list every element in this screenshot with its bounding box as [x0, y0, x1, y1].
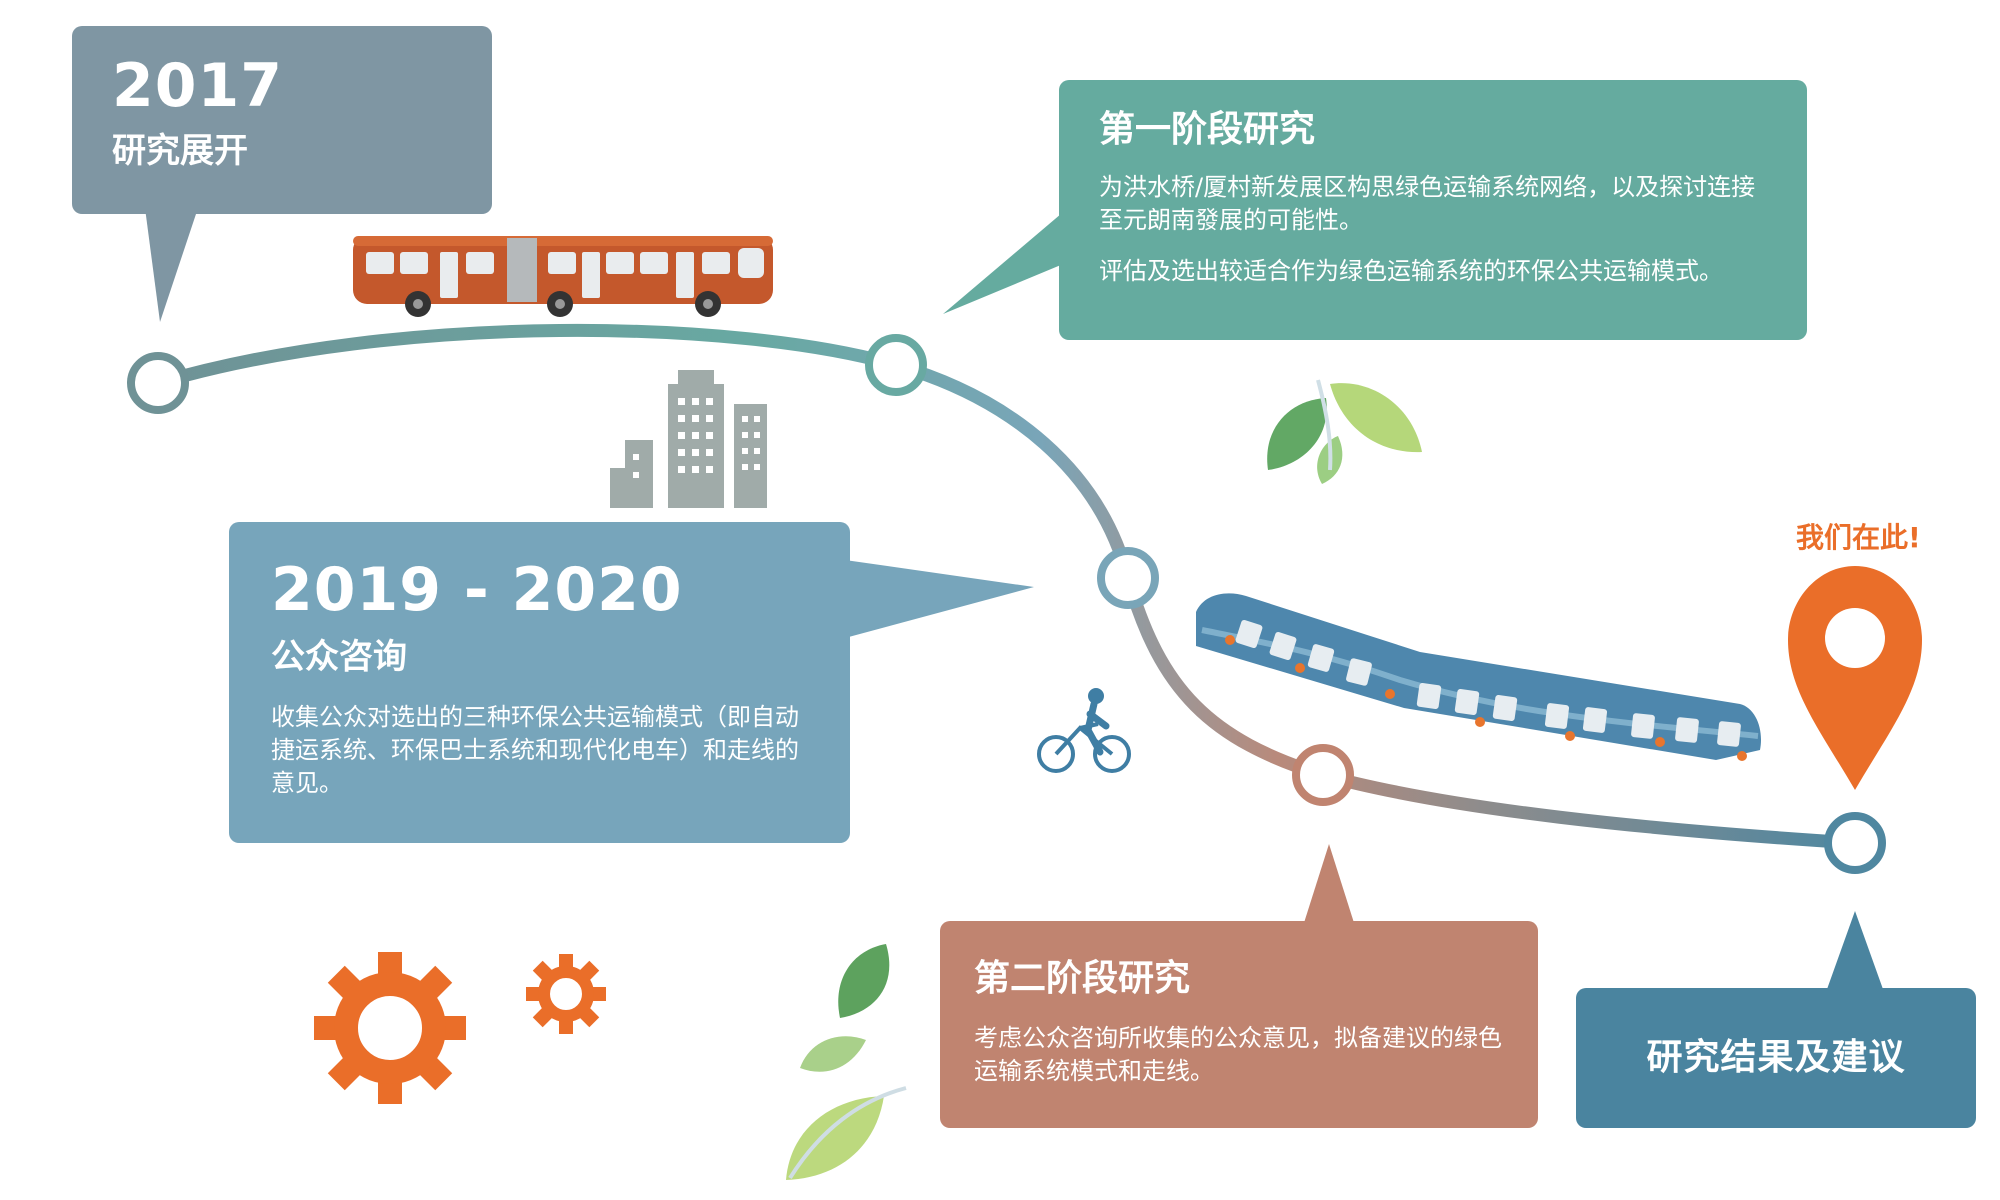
consultation-card: 2019 - 2020 公众咨询 收集公众对选出的三种环保公共运输模式（即自动捷…	[229, 522, 850, 843]
result-title: 研究结果及建议	[1646, 1037, 1906, 1079]
gear-small-icon	[526, 954, 606, 1034]
phase2-card: 第二阶段研究 考虑公众咨询所收集的公众意见，拟备建议的绿色运输系统模式和走线。	[940, 921, 1538, 1128]
card-phase1-pointer	[943, 208, 1068, 314]
timeline-node-2017	[127, 352, 189, 414]
phase1-card: 第一阶段研究 为洪水桥/厦村新发展区构思绿色运输系统网络，以及探讨连接至元朗南發…	[1059, 80, 1807, 340]
leaves-icon	[1267, 379, 1422, 484]
buildings-icon	[610, 370, 767, 508]
card-result-pointer	[1826, 911, 1884, 992]
phase1-desc-1: 为洪水桥/厦村新发展区构思绿色运输系统网络，以及探讨连接至元朗南發展的可能性。	[1099, 173, 1756, 235]
timeline-node-phase2	[1292, 744, 1354, 806]
timeline-node-consultation	[1097, 547, 1159, 609]
milestone-2017-label: 研究展开	[112, 131, 248, 171]
consultation-year: 2019 - 2020	[271, 555, 683, 625]
milestone-2017-year: 2017	[112, 51, 283, 121]
timeline-node-phase1	[865, 334, 927, 396]
cyclist-icon	[1037, 688, 1131, 773]
phase1-desc-2: 评估及选出较适合作为绿色运输系统的环保公共运输模式。	[1099, 257, 1723, 286]
consultation-desc: 收集公众对选出的三种环保公共运输模式（即自动捷运系统、环保巴士系统和现代化电车）…	[271, 702, 799, 797]
card-2017-pointer	[145, 208, 198, 322]
phase2-desc: 考虑公众咨询所收集的公众意见，拟备建议的绿色运输系统模式和走线。	[974, 1024, 1502, 1086]
gear-large-icon	[314, 952, 466, 1104]
bus-icon	[353, 236, 773, 317]
we-are-here-label: 我们在此!	[1796, 521, 1921, 554]
phase1-title: 第一阶段研究	[1099, 109, 1316, 150]
result-card: 研究结果及建议	[1576, 988, 1976, 1128]
leaves-bottom-icon	[786, 944, 907, 1180]
card-consult-pointer	[845, 560, 1034, 638]
location-pin-icon	[1788, 566, 1922, 790]
card-phase2-pointer	[1303, 844, 1355, 926]
timeline-node-result	[1824, 812, 1886, 874]
consultation-title: 公众咨询	[271, 637, 407, 677]
phase2-title: 第二阶段研究	[974, 958, 1191, 999]
tram-icon	[1196, 593, 1762, 761]
milestone-2017-card: 2017 研究展开	[72, 26, 492, 214]
